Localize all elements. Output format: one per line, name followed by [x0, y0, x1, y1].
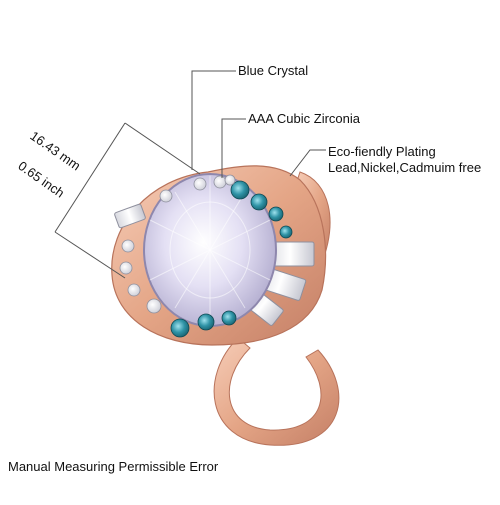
- callout-blue-crystal: Blue Crystal: [238, 63, 309, 78]
- dimension-bracket: [54, 122, 201, 279]
- blue-crystal-stones: [170, 180, 293, 338]
- ring-band: [213, 337, 340, 446]
- callout-plating-line2: Lead,Nickel,Cadmuim free: [328, 160, 482, 175]
- measurement-disclaimer: Manual Measuring Permissible Error: [8, 459, 219, 474]
- cubic-zirconia-stones: [119, 174, 236, 314]
- callout-aaa-cubic-zirconia: AAA Cubic Zirconia: [248, 111, 360, 126]
- stone-facets: [149, 176, 271, 324]
- callout-leaders: [191, 70, 326, 178]
- callout-plating-line1: Eco-fiendly Plating: [328, 144, 436, 159]
